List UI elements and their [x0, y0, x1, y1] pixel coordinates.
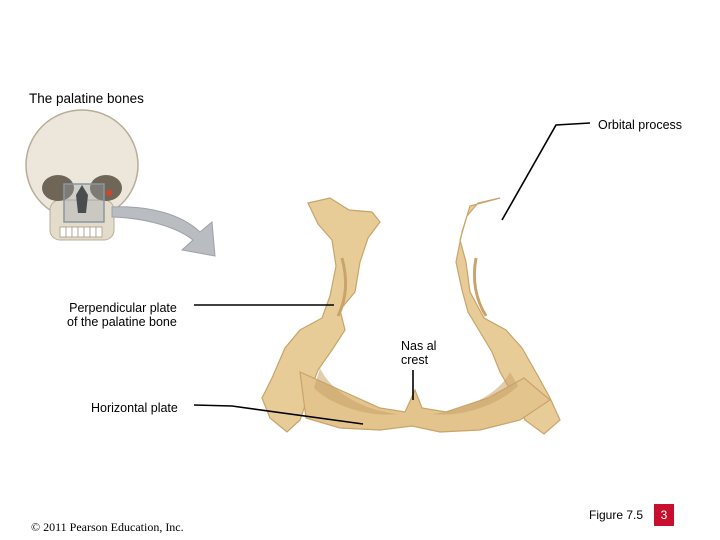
leader-lines: [193, 122, 591, 425]
page-number-badge: 3: [654, 504, 674, 526]
label-nasal-crest: Nas al crest: [401, 339, 436, 367]
label-nasal-crest-line1: Nas al: [401, 339, 437, 353]
skull-icon: [25, 109, 139, 241]
copyright-notice: © 2011 Pearson Education, Inc.: [31, 520, 184, 534]
label-perpendicular-plate: Perpendicular plate of the palatine bone: [67, 301, 177, 329]
label-perpendicular-plate-line1: Perpendicular plate: [69, 301, 177, 315]
figure-title: The palatine bones: [29, 91, 144, 106]
palatine-bones-illustration: [261, 197, 561, 435]
label-perpendicular-plate-line2: of the palatine bone: [67, 315, 177, 329]
arrow-icon: [111, 206, 216, 257]
label-orbital-process: Orbital process: [598, 118, 683, 132]
figure-number: Figure 7.5: [589, 508, 644, 522]
label-horizontal-plate: Horizontal plate: [91, 401, 178, 415]
label-nasal-crest-line2: crest: [401, 353, 429, 367]
